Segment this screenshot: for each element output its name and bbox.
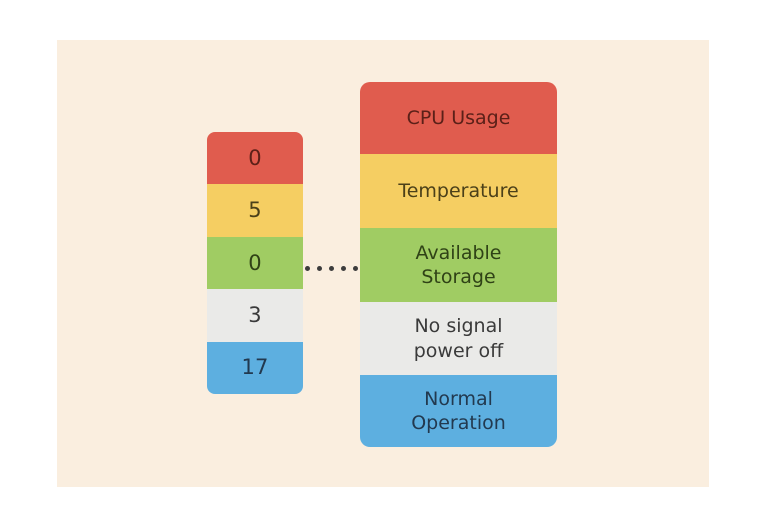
connector-dot-icon (305, 265, 310, 271)
value-cell-available-storage: 0 (207, 236, 303, 290)
label-cell-available-storage: Available Storage (360, 228, 557, 302)
value-cell-normal-operation: 17 (207, 341, 303, 394)
value-text: 0 (248, 250, 262, 275)
dotted-connector (303, 262, 360, 274)
label-cell-normal-operation: Normal Operation (360, 375, 557, 447)
label-cell-temperature: Temperature (360, 154, 557, 228)
connector-dot-icon (329, 265, 334, 271)
connector-dot-icon (353, 265, 358, 271)
connector-dot-icon (341, 265, 346, 271)
label-text: Available Storage (415, 241, 502, 288)
value-text: 17 (241, 355, 269, 380)
label-text: CPU Usage (406, 106, 511, 129)
value-text: 0 (248, 145, 262, 170)
label-text: Temperature (398, 179, 519, 202)
label-cell-cpu-usage: CPU Usage (360, 82, 557, 154)
label-text: No signal power off (413, 315, 504, 362)
value-column: 0 5 0 3 17 (207, 132, 303, 394)
value-text: 3 (248, 302, 262, 327)
value-cell-cpu-usage: 0 (207, 132, 303, 185)
value-cell-temperature: 5 (207, 184, 303, 237)
value-text: 5 (248, 198, 262, 223)
label-cell-no-signal-power-off: No signal power off (360, 302, 557, 375)
label-column: CPU Usage Temperature Available Storage … (360, 82, 557, 447)
value-cell-no-signal-power-off: 3 (207, 289, 303, 342)
connector-dot-icon (317, 265, 322, 271)
label-text: Normal Operation (411, 387, 506, 434)
